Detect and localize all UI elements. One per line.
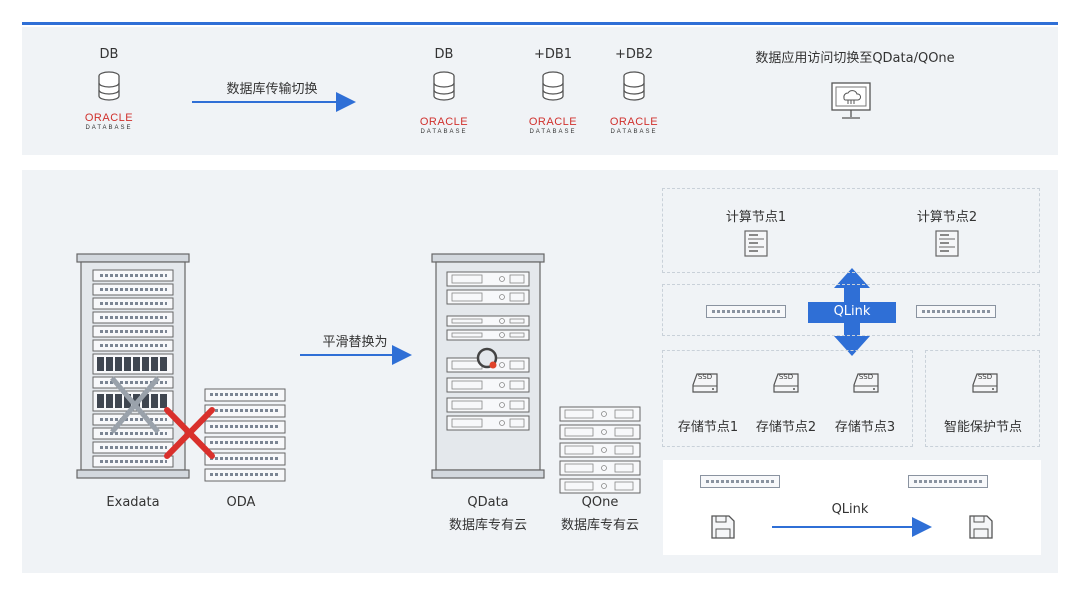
oracle-logo: ORACLE DATABASE [76,112,142,133]
storage-node-2-label: 存储节点2 [755,420,817,435]
oracle-sub: DATABASE [420,129,468,135]
access-switch-label: 数据应用访问切换至QData/QOne [755,51,955,66]
protect-layer-region [925,350,1040,447]
oda-label: ODA [226,495,256,510]
oracle-sub: DATABASE [610,129,658,135]
server-unit [446,271,530,287]
server-unit [559,424,641,440]
target-db-label: DB [434,47,454,62]
qdata-label: QData [467,495,509,510]
oda-stack [204,388,286,482]
network-switch [908,475,988,488]
qlink-cross-arrow-icon [808,268,896,356]
oracle-brand: ORACLE [609,116,659,128]
compute-node-2-label: 计算节点2 [916,210,978,225]
qlink-bottom-label: QLink [831,502,869,517]
server-unit [446,397,530,413]
ssd-drive-icon [692,373,718,393]
ssd-label: SSD [977,373,993,381]
storage-node-1-label: 存储节点1 [677,420,739,435]
target-db1-label: +DB1 [533,47,573,62]
compute-layer-region [662,188,1040,273]
network-layer-region [662,284,1040,336]
qone-stack [559,406,641,494]
floppy-save-icon [969,515,993,539]
target-db2-label: +DB2 [614,47,654,62]
ssd-drive-icon [972,373,998,393]
exadata-rack [76,253,190,479]
floppy-save-icon [711,515,735,539]
network-switch [700,475,780,488]
server-unit [559,406,641,422]
server-unit [446,315,530,327]
network-switch [916,305,996,318]
compute-node-icon [744,230,768,257]
server-unit [446,289,530,305]
oracle-brand: ORACLE [84,112,134,124]
compute-node-1-label: 计算节点1 [725,210,787,225]
qone-label: QOne [581,495,619,510]
qdata-rack [431,253,545,479]
storage-node-3-label: 存储节点3 [834,420,896,435]
qone-sub-label: 数据库专有云 [560,518,639,533]
server-unit [559,460,641,476]
compute-node-icon [935,230,959,257]
server-unit [446,377,530,393]
oracle-brand: ORACLE [419,116,469,128]
transfer-label: 数据库传输切换 [226,82,318,97]
ssd-label: SSD [778,373,794,381]
deprecated-cross-icon [164,407,215,459]
oracle-logo: ORACLE DATABASE [520,116,586,137]
migration-top-panel [22,27,1058,155]
replace-label: 平滑替换为 [322,335,388,350]
qlink-center-label: QLink [833,304,871,319]
server-unit [559,442,641,458]
ssd-drive-icon [853,373,879,393]
server-unit [559,478,641,494]
oracle-logo: ORACLE DATABASE [601,116,667,137]
oracle-sub: DATABASE [85,125,133,131]
top-panel-graphics [98,71,871,119]
network-switch [706,305,786,318]
ssd-label: SSD [858,373,874,381]
storage-layer-region [662,350,913,447]
oracle-sub: DATABASE [529,129,577,135]
top-accent-line [22,22,1058,25]
ssd-label: SSD [697,373,713,381]
qdata-sub-label: 数据库专有云 [448,518,527,533]
oracle-brand: ORACLE [528,116,578,128]
oracle-logo: ORACLE DATABASE [411,116,477,137]
server-unit [446,415,530,431]
source-db-label: DB [99,47,119,62]
server-unit [446,329,530,341]
exadata-label: Exadata [106,495,160,510]
ssd-drive-icon [773,373,799,393]
monitor-cloud-icon [831,82,871,119]
protect-node-label: 智能保护节点 [943,420,1022,435]
